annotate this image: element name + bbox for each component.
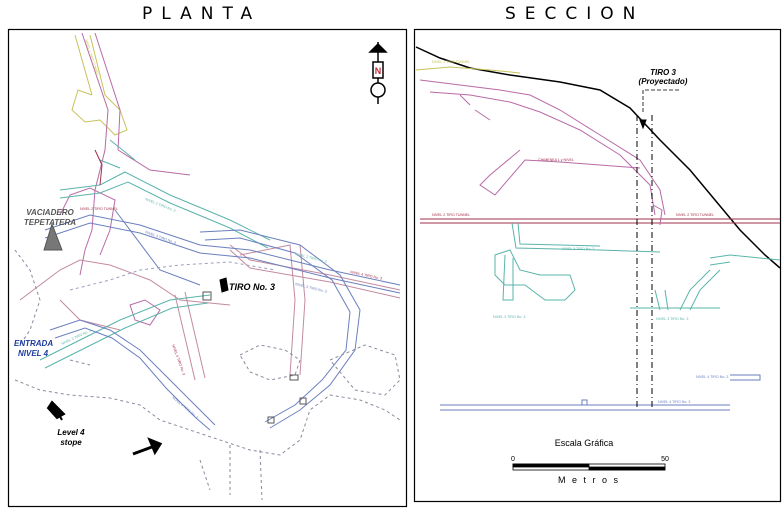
- shaft-arrow-icon: [639, 119, 647, 130]
- plan-small-label-n3-tiro-b: NIVEL 3 TIRO No. 3: [295, 282, 327, 294]
- level4-label-2: stope: [60, 438, 82, 447]
- entrada-label-1: ENTRADA: [14, 339, 53, 348]
- plan-small-label-n4-tiro: NIVEL 4 TIRO No. 3: [350, 270, 382, 281]
- plan-title: PLANTA: [142, 4, 262, 24]
- level4-label-1: Level 4: [57, 428, 85, 437]
- north-letter: N: [375, 66, 382, 76]
- plan-small-label-n4-tiro-c: NIVEL 4 TIRO No. 3: [171, 396, 198, 420]
- arrow-right-icon: [132, 437, 163, 456]
- section-small-label-n4a: NIVEL 4 TIRO No. 3: [696, 375, 728, 379]
- entrada-label-2: NIVEL 4: [18, 349, 49, 358]
- scale-bar: [512, 463, 666, 471]
- level2-line: [420, 218, 780, 224]
- tiro-shaft-mark: [219, 277, 229, 293]
- scale-title: Escala Gráfica: [555, 438, 614, 448]
- ground-surface: [415, 46, 781, 269]
- plan-small-label-n1: NIVEL 1 TIRO TUNNEL: [84, 39, 100, 76]
- tiro3-label-1: TIRO 3: [650, 68, 676, 77]
- plan-small-label-n2-tiro-b: NIVEL 2 TIRO No. 3: [295, 252, 327, 264]
- vaciadero-label-2: TEPETATERA: [24, 218, 76, 227]
- section-small-label-chimenea: CHIMENEA 1 y NIVEL: [538, 158, 574, 162]
- scale-unit: M e t r o s: [558, 475, 620, 485]
- level3-line: [511, 222, 661, 253]
- scale-max: 50: [661, 456, 669, 463]
- section-small-label-n2-right: NIVEL 2 TIRO TUNNEL: [676, 213, 714, 217]
- section-panel-frame: [413, 28, 782, 503]
- projected-shaft: [636, 115, 653, 410]
- section-small-label-n1: NIVEL 1 TIRO TUNNEL: [432, 60, 470, 64]
- section-small-label-n4b: NIVEL 4 TIRO No. 3: [658, 400, 690, 404]
- north-arrow-icon: [368, 42, 388, 104]
- plan-drawing: [14, 32, 401, 501]
- section-drawing: [415, 46, 781, 411]
- section-title: SECCION: [505, 4, 645, 24]
- plan-small-label-n2: NIVEL 2 TIRO TUNNEL: [80, 207, 118, 211]
- yellow-tunnel: [71, 34, 128, 136]
- section-magenta-tunnel: [419, 79, 666, 216]
- section-small-label-n3b: NIVEL 3 TIRO No. 3: [493, 315, 525, 319]
- tiro3-label-2: (Proyectado): [639, 77, 688, 86]
- plan-panel-frame: [7, 28, 408, 508]
- level4-line: [440, 404, 730, 411]
- cyan-ramp: [59, 171, 271, 249]
- level1-line: [415, 66, 521, 74]
- scale-min: 0: [511, 456, 515, 463]
- arrow-up-left-icon: [46, 400, 66, 421]
- plan-small-label-n3-tiro: NIVEL 3 TIRO No. 3: [145, 230, 177, 245]
- section-small-label-n3a: NIVEL 3 TIRO No. 3: [562, 247, 594, 251]
- vaciadero-label-1: VACIADERO: [26, 208, 74, 217]
- magenta-tunnel: [79, 32, 121, 276]
- section-small-label-n3c: NIVEL 3 TIRO No. 3: [656, 317, 688, 321]
- plan-small-label-n4-tiro-b: NIVEL 4 TIRO No. 3: [171, 344, 186, 376]
- plan-small-label-n2-tiro: NIVEL 2 TIRO No. 3: [145, 197, 177, 213]
- blue-ramp: [44, 214, 401, 286]
- vaciadero-dump-mark: [43, 222, 63, 251]
- section-small-label-n2: NIVEL 2 TIRO TUNNEL: [432, 213, 470, 217]
- tiro-label: TIRO No. 3: [229, 282, 275, 292]
